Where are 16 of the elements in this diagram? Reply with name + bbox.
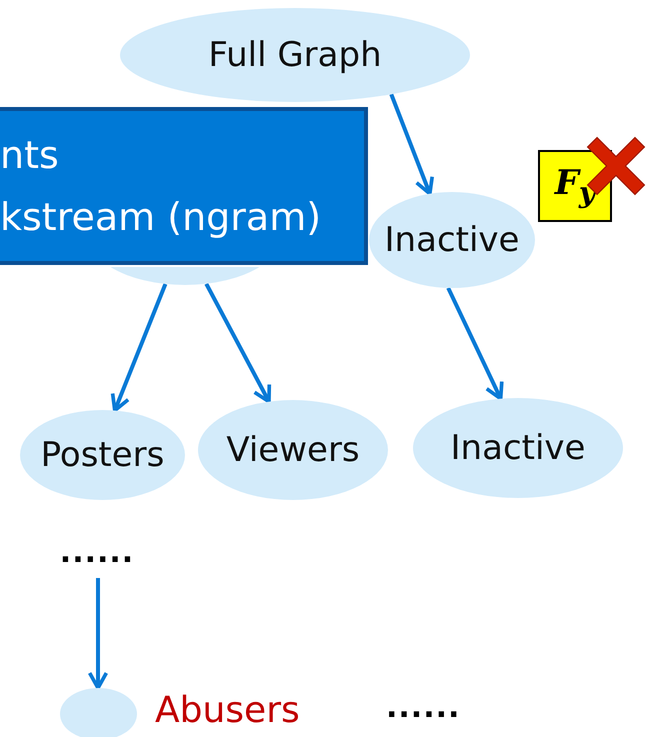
- box-text: nts: [0, 132, 59, 179]
- callout-box: [0, 107, 368, 265]
- arrow: [446, 287, 504, 401]
- node-label: Posters: [40, 435, 164, 475]
- arrow: [204, 282, 272, 404]
- ellipsis-text: ......: [52, 528, 142, 576]
- arrow: [88, 578, 108, 690]
- arrow: [110, 283, 168, 412]
- node-label: Full Graph: [208, 35, 382, 75]
- node-label: Viewers: [226, 430, 360, 470]
- node-label: Inactive: [450, 428, 586, 468]
- box-text: kstream (ngram): [0, 194, 322, 241]
- node-label: Inactive: [384, 220, 520, 260]
- arrow: [389, 94, 434, 196]
- node-caption: Abusers: [155, 690, 300, 731]
- ellipsis-text: ......: [386, 690, 460, 725]
